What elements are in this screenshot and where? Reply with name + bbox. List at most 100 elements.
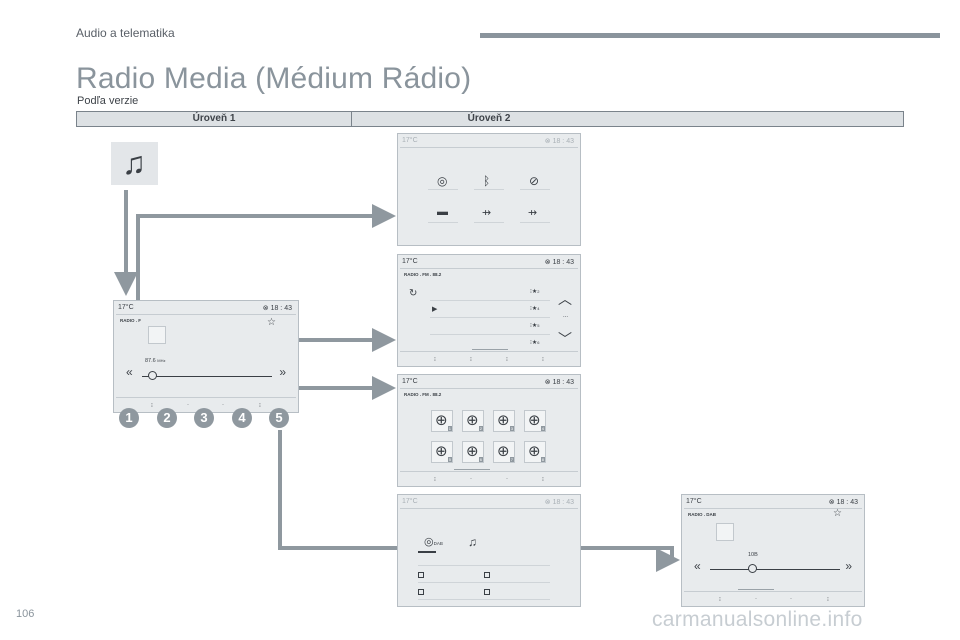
footer-dot-icon[interactable]: · (470, 476, 472, 482)
callout-4: 4 (232, 408, 252, 428)
preset-number: 2 (478, 426, 483, 431)
clock: ⊗ 18 : 43 (544, 499, 574, 506)
seek-back-icon[interactable]: « (694, 559, 701, 573)
header-line (400, 388, 578, 389)
frequency-value: 87.6 (145, 358, 156, 364)
radio-label: RADIO . FM . 88.2 (404, 392, 442, 397)
favorite-star-icon[interactable]: ☆ (833, 508, 842, 519)
footer-menu-icon[interactable]: ⁝ (259, 403, 261, 409)
preset-button[interactable]: ⊕2 (462, 410, 484, 432)
seek-forward-icon[interactable]: » (279, 365, 286, 379)
footer-menu-icon[interactable]: ⁝ (719, 597, 721, 603)
temperature: 17°C (118, 304, 134, 311)
scroll-up-icon[interactable]: ︿ (558, 291, 572, 307)
checkbox[interactable] (418, 572, 424, 578)
radio-label: RADIO . F (120, 318, 141, 323)
footer-dot-icon[interactable]: · (790, 596, 792, 602)
star-icon: ⁝★ (530, 289, 538, 295)
add-preset-icon: ⊕ (528, 412, 541, 429)
seek-forward-icon[interactable]: » (845, 559, 852, 573)
checkbox[interactable] (484, 589, 490, 595)
footer-dot-icon[interactable]: · (187, 402, 189, 408)
preset-marker: ⁝★6 (530, 339, 540, 346)
footer-dot-icon[interactable]: · (506, 476, 508, 482)
radio-label: RADIO . DAB (688, 512, 716, 517)
frequency-slider-thumb[interactable] (148, 371, 157, 380)
star-icon: ⁝★ (530, 340, 538, 346)
star-icon: ⁝★ (530, 306, 538, 312)
dab-radio-icon[interactable]: ◎DAB (424, 536, 443, 548)
footer-menu-icon[interactable]: ⁝ (470, 357, 472, 363)
dab-screen: 17°C ⊗ 18 : 43 RADIO . DAB ☆ 10B « » ⁝ ·… (681, 494, 865, 607)
preset-button[interactable]: ⊕6 (462, 441, 484, 463)
music-note-icon: ♫ (122, 145, 146, 181)
checkbox[interactable] (418, 589, 424, 595)
footer-dot-icon[interactable]: · (755, 596, 757, 602)
footer-line (116, 397, 296, 398)
bluetooth-icon[interactable]: ᛒ (483, 174, 491, 188)
usb-icon[interactable]: ⇸ (528, 207, 538, 219)
radio-icon[interactable]: ◎ (437, 174, 448, 188)
add-preset-icon: ⊕ (466, 412, 479, 429)
footer-menu-icon[interactable]: ⁝ (542, 357, 544, 363)
preset-button[interactable]: ⊕8 (524, 441, 546, 463)
channel-slider-track[interactable] (710, 569, 840, 570)
channel-slider-thumb[interactable] (748, 564, 757, 573)
presets-screen: 17°C ⊗ 18 : 43 RADIO . FM . 88.2 ⊕1 ⊕2 ⊕… (397, 374, 581, 487)
header-line (116, 314, 296, 315)
footer-menu-icon[interactable]: ⁝ (434, 357, 436, 363)
preset-number: 2 (537, 289, 540, 294)
preset-button[interactable]: ⊕7 (493, 441, 515, 463)
navigation-icon: ⊗ (828, 499, 837, 506)
list-divider (430, 317, 550, 318)
navigation-icon: ⊗ (544, 138, 553, 145)
footer-line (400, 351, 578, 352)
more-dots: ... (563, 313, 569, 319)
footer-menu-icon[interactable]: ⁝ (542, 477, 544, 483)
list-divider (430, 300, 550, 301)
footer-menu-icon[interactable]: ⁝ (434, 477, 436, 483)
usb-stick-icon[interactable]: ▬ (437, 206, 448, 218)
dab-label: DAB (433, 541, 443, 546)
watermark: carmanualsonline.info (652, 608, 863, 631)
level-table: Úroveň 1 Úroveň 2 (76, 111, 904, 127)
page-indicator (472, 349, 508, 350)
clock: ⊗ 18 : 43 (544, 138, 574, 145)
preset-button[interactable]: ⊕4 (524, 410, 546, 432)
music-source-tile[interactable]: ♫ (111, 142, 158, 185)
icon-underline (520, 189, 550, 190)
level1-radio-screen: 17°C ⊗ 18 : 43 RADIO . F ☆ 87.6 MHz « » … (113, 300, 299, 413)
scroll-down-icon[interactable]: ﹀ (558, 331, 572, 347)
sources-screen: 17°C ⊗ 18 : 43 ◎ ᛒ ⊘ ▬ ⇸ ⇸ (397, 133, 581, 246)
preset-number: 5 (447, 457, 452, 462)
list-divider (418, 582, 550, 583)
preset-button[interactable]: ⊕5 (431, 441, 453, 463)
footer-menu-icon[interactable]: ⁝ (506, 357, 508, 363)
preset-button[interactable]: ⊕3 (493, 410, 515, 432)
refresh-icon[interactable]: ↻ (409, 288, 418, 299)
add-preset-icon: ⊕ (466, 443, 479, 460)
navigation-icon: ⊗ (544, 259, 553, 266)
no-source-icon[interactable]: ⊘ (529, 174, 540, 188)
seek-back-icon[interactable]: « (126, 365, 133, 379)
preset-button[interactable]: ⊕1 (431, 410, 453, 432)
page-number: 106 (16, 608, 35, 620)
play-icon[interactable]: ▶ (432, 306, 438, 313)
header-bar (480, 33, 940, 38)
page-indicator (738, 589, 774, 590)
list-divider (430, 334, 550, 335)
level-separator (351, 112, 352, 126)
arrow-5-to-dab (278, 430, 680, 572)
radio-label: RADIO . FM . 88.2 (404, 272, 442, 277)
frequency-slider-track[interactable] (142, 376, 272, 377)
favorite-star-icon[interactable]: ☆ (267, 317, 276, 328)
footer-dot-icon[interactable]: · (222, 402, 224, 408)
add-preset-icon: ⊕ (497, 412, 510, 429)
page-title: Radio Media (Médium Rádio) (76, 62, 472, 95)
usb-icon[interactable]: ⇸ (482, 207, 492, 219)
music-note-icon[interactable]: ♫ (468, 535, 477, 549)
footer-menu-icon[interactable]: ⁝ (827, 597, 829, 603)
footer-menu-icon[interactable]: ⁝ (151, 403, 153, 409)
checkbox[interactable] (484, 572, 490, 578)
header-line (400, 508, 578, 509)
